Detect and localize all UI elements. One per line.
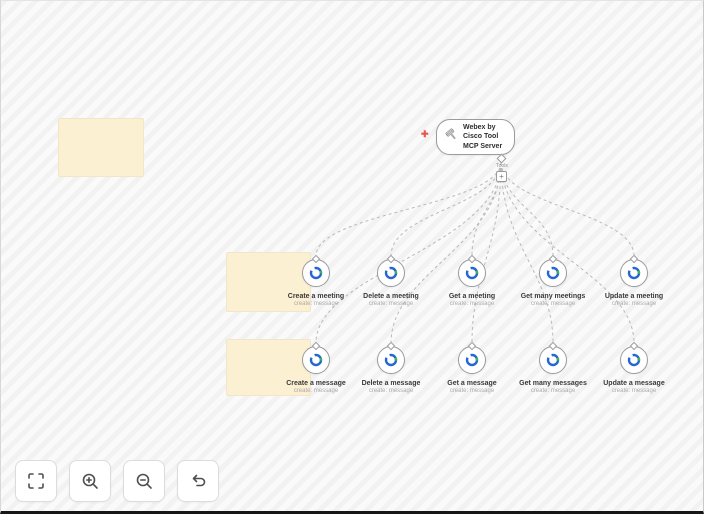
tool-node-get-many-meetings: Get many meetings create: message	[515, 254, 591, 307]
tool-node-label: Create a message	[286, 380, 346, 387]
tool-node-label: Get many messages	[519, 380, 587, 387]
zoom-out-button[interactable]	[123, 460, 165, 502]
webex-logo-icon	[465, 266, 479, 280]
tool-node-sublabel: create: message	[293, 301, 339, 307]
tool-node-get-many-messages: Get many messages create: message	[515, 341, 591, 394]
tool-node-circle[interactable]	[458, 254, 486, 287]
tool-node-label: Create a meeting	[287, 293, 345, 300]
tool-node-label: Update a meeting	[604, 293, 664, 300]
tool-node-get-a-message: Get a message create: message	[434, 341, 510, 394]
webex-logo-icon	[465, 353, 479, 367]
tool-node-sublabel: create: message	[611, 388, 657, 394]
tool-node-sublabel: create: message	[293, 388, 339, 394]
tool-node-label: Delete a meeting	[363, 293, 419, 300]
tool-node-create-a-message: Create a message create: message	[278, 341, 354, 394]
tool-node-get-a-meeting: Get a meeting create: message	[434, 254, 510, 307]
sticky-note[interactable]	[58, 118, 144, 177]
tool-node-delete-a-message: Delete a message create: message	[353, 341, 429, 394]
sticky-note[interactable]	[226, 252, 311, 312]
tool-node-sublabel: create: message	[449, 301, 495, 307]
canvas-controls	[15, 460, 219, 502]
webex-logo-icon	[627, 266, 641, 280]
tools-output-label: Tools	[496, 163, 508, 169]
tool-node-circle[interactable]	[620, 341, 648, 374]
webex-logo-icon	[309, 266, 323, 280]
required-input-marker-icon: ✚	[421, 129, 429, 139]
webex-logo-icon	[627, 353, 641, 367]
hammer-tool-icon	[444, 127, 459, 147]
tool-node-create-a-meeting: Create a meeting create: message	[278, 254, 354, 307]
tool-node-update-a-message: Update a message create: message	[596, 341, 672, 394]
tool-node-sublabel: create: message	[449, 388, 495, 394]
add-tool-button[interactable]: +	[496, 171, 507, 182]
fit-view-button[interactable]	[15, 460, 57, 502]
tool-node-sublabel: create: message	[530, 388, 576, 394]
tool-node-label: Delete a message	[361, 380, 421, 387]
webex-logo-icon	[546, 353, 560, 367]
zoom-in-icon	[82, 473, 98, 489]
tool-node-circle[interactable]	[302, 254, 330, 287]
tool-node-circle[interactable]	[539, 341, 567, 374]
zoom-in-button[interactable]	[69, 460, 111, 502]
tool-node-circle[interactable]	[302, 341, 330, 374]
tool-node-circle[interactable]	[377, 341, 405, 374]
tool-node-circle[interactable]	[377, 254, 405, 287]
webex-logo-icon	[309, 353, 323, 367]
tool-node-sublabel: create: message	[368, 388, 414, 394]
tool-node-label: Get a message	[447, 380, 497, 387]
undo-button[interactable]	[177, 460, 219, 502]
tool-node-label: Get a meeting	[448, 293, 496, 300]
webex-logo-icon	[384, 266, 398, 280]
tool-node-delete-a-meeting: Delete a meeting create: message	[353, 254, 429, 307]
tool-node-sublabel: create: message	[530, 301, 576, 307]
tool-node-sublabel: create: message	[611, 301, 657, 307]
tool-node-sublabel: create: message	[368, 301, 414, 307]
tool-node-circle[interactable]	[539, 254, 567, 287]
sticky-note[interactable]	[226, 339, 311, 396]
tool-node-update-a-meeting: Update a meeting create: message	[596, 254, 672, 307]
tool-node-circle[interactable]	[458, 341, 486, 374]
tool-node-label: Get many meetings	[520, 293, 586, 300]
fit-view-icon	[28, 473, 44, 489]
undo-icon	[192, 474, 206, 487]
mcp-server-node[interactable]: Webex by Cisco Tool MCP Server	[436, 119, 515, 155]
webex-logo-icon	[384, 353, 398, 367]
tool-node-circle[interactable]	[620, 254, 648, 287]
zoom-out-icon	[136, 473, 152, 489]
mcp-server-node-title: Webex by Cisco Tool MCP Server	[463, 123, 503, 150]
tool-node-label: Update a message	[603, 380, 665, 387]
webex-logo-icon	[546, 266, 560, 280]
